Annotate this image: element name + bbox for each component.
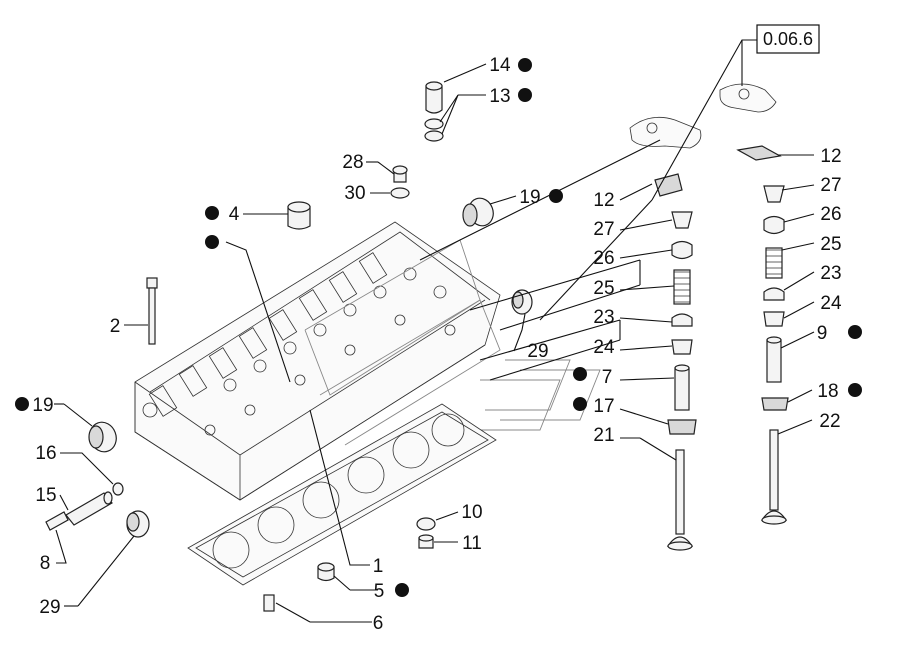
callout-25-right[interactable]: 25 — [820, 234, 841, 255]
callout-head-dot — [205, 235, 219, 249]
callout-12-left[interactable]: 12 — [593, 190, 614, 211]
callout-18-dot — [848, 383, 862, 397]
callout-19-top[interactable]: 19 — [519, 187, 540, 208]
callout-15[interactable]: 15 — [35, 485, 56, 506]
callout-27-left[interactable]: 27 — [593, 219, 614, 240]
rocker-arm-right — [719, 83, 777, 113]
callout-14[interactable]: 14 — [489, 55, 511, 76]
callout-17[interactable]: 17 — [593, 396, 614, 417]
callout-7[interactable]: 7 — [602, 367, 613, 388]
part-5-plug — [317, 562, 335, 582]
part-29-cup-right — [511, 289, 533, 315]
part-10-washer — [416, 517, 436, 531]
part-30-washer — [390, 187, 410, 199]
part-19-cup-top — [462, 197, 494, 227]
callout-28[interactable]: 28 — [342, 152, 363, 173]
part-6-pin — [263, 594, 275, 612]
callout-29-left[interactable]: 29 — [39, 597, 60, 618]
callout-7-dot — [573, 367, 587, 381]
callout-24-right[interactable]: 24 — [820, 293, 842, 314]
callout-25-left[interactable]: 25 — [593, 278, 614, 299]
callout-9-dot — [848, 325, 862, 339]
callout-18[interactable]: 18 — [817, 381, 838, 402]
callout-1[interactable]: 1 — [373, 556, 384, 577]
callout-9[interactable]: 9 — [817, 323, 828, 344]
leader-lines — [54, 63, 815, 623]
callout-6[interactable]: 6 — [373, 613, 384, 634]
callout-16[interactable]: 16 — [35, 443, 56, 464]
reference-box[interactable]: 0.06.6 — [756, 24, 820, 54]
part-13-orings — [424, 118, 444, 142]
callout-13[interactable]: 13 — [489, 86, 510, 107]
valve-stack-right — [736, 145, 789, 525]
callout-5[interactable]: 5 — [374, 581, 385, 602]
callout-19-left-dot — [15, 397, 29, 411]
callout-26-right[interactable]: 26 — [820, 204, 841, 225]
callout-29-right[interactable]: 29 — [527, 341, 548, 362]
callout-30[interactable]: 30 — [344, 183, 365, 204]
callout-24-left[interactable]: 24 — [593, 337, 615, 358]
part-29-cup-left — [126, 510, 150, 538]
callout-2[interactable]: 2 — [110, 316, 121, 337]
callout-13-dot — [518, 88, 532, 102]
callout-19-top-dot — [549, 189, 563, 203]
callout-17-dot — [573, 397, 587, 411]
part-4-plug — [287, 201, 311, 230]
part-11-nut — [418, 534, 434, 549]
part-19-cup-left — [88, 421, 117, 453]
callout-22[interactable]: 22 — [819, 411, 840, 432]
part-28-plug — [392, 165, 408, 183]
reference-box-label: 0.06.6 — [763, 29, 813, 49]
part-15-sleeve — [65, 491, 113, 526]
callout-23-right[interactable]: 23 — [820, 263, 841, 284]
callout-19-left[interactable]: 19 — [32, 395, 53, 416]
part-16-oring — [112, 482, 124, 496]
callout-8[interactable]: 8 — [40, 553, 51, 574]
callout-12-right[interactable]: 12 — [820, 146, 841, 167]
callout-23-left[interactable]: 23 — [593, 307, 614, 328]
head-gasket — [187, 403, 497, 586]
callout-4-dot — [205, 206, 219, 220]
callout-5-dot — [395, 583, 409, 597]
rocker-arm-left — [629, 116, 702, 149]
callout-labels: 14 13 28 30 19 4 2 19 16 15 8 29 29 1 5 … — [15, 55, 862, 634]
callout-27-right[interactable]: 27 — [820, 175, 841, 196]
part-14-plug — [425, 81, 443, 114]
part-2-bolt — [146, 277, 158, 345]
callout-21[interactable]: 21 — [593, 425, 614, 446]
callout-10[interactable]: 10 — [461, 502, 482, 523]
callout-26-left[interactable]: 26 — [593, 248, 614, 269]
ghost-outline — [304, 239, 601, 446]
callout-14-dot — [518, 58, 532, 72]
callout-11[interactable]: 11 — [462, 533, 482, 554]
valve-stack-left — [654, 173, 697, 551]
part-8-fitting — [45, 511, 69, 531]
callout-4[interactable]: 4 — [229, 204, 240, 225]
